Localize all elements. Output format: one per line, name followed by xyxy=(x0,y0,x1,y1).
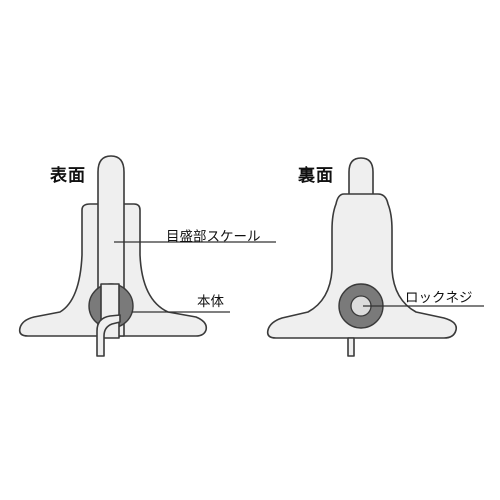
back-title: 裏面 xyxy=(298,166,334,186)
scale-label: 目盛部スケール xyxy=(166,229,261,245)
body-label: 本体 xyxy=(197,294,224,310)
front-scale-hook xyxy=(96,314,121,357)
front-title: 表面 xyxy=(50,166,86,186)
front-view xyxy=(18,155,276,357)
back-bottom-pin xyxy=(347,337,355,357)
lock-screw-label: ロックネジ xyxy=(405,290,473,306)
back-body xyxy=(266,193,458,339)
back-scale-top xyxy=(348,157,374,197)
back-view xyxy=(266,157,484,357)
